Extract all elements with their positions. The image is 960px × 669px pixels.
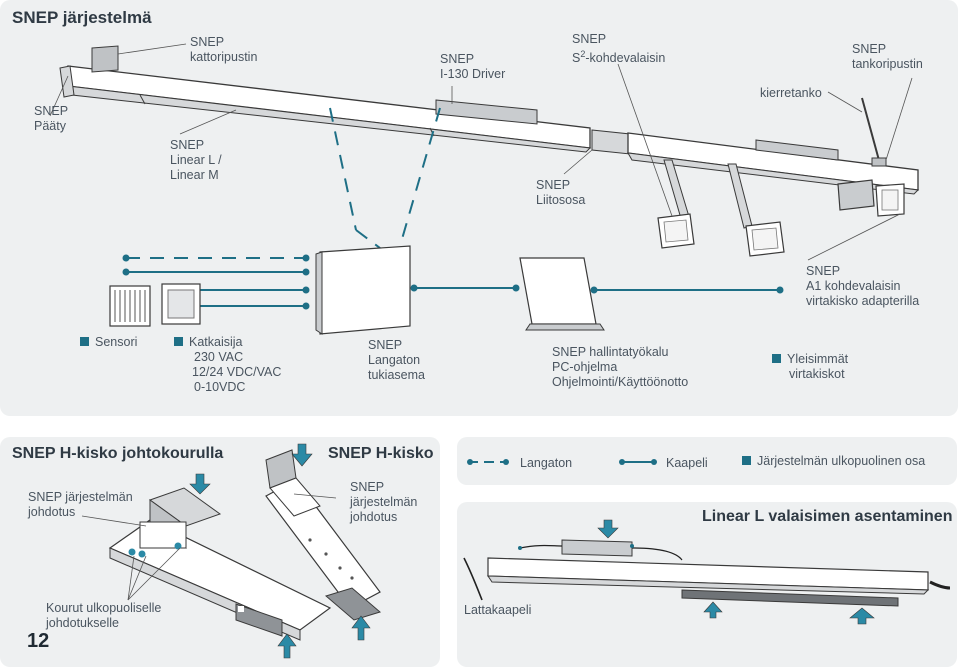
heading-linear-l: Linear L valaisimen asentaminen [702,508,953,525]
page-title: SNEP järjestelmä [12,8,152,27]
bottom-leader-lines [81,493,337,601]
heading-h-kisko-johtokourulla: SNEP H-kisko johtokourulla [12,445,224,462]
line-endpoints [122,254,784,310]
access-point-device [315,245,411,335]
legend-kaapeli: Kaapeli [666,456,708,470]
heading-h-kisko: SNEP H-kisko [328,445,434,462]
install-arrows [189,443,371,659]
leader-lines [49,43,913,261]
label-lattakaapeli: Lattakaapeli [464,603,532,617]
label-sensori: Sensori [80,335,137,350]
connector-part [591,129,631,155]
sensor-device [109,285,151,327]
legend-ulkopuolinen: Järjestelmän ulkopuolinen osa [742,454,925,468]
s2-spotlight [657,159,785,257]
legend-icons [467,459,657,465]
legend-square-icon [80,337,89,346]
linear-l-illustration [463,539,951,607]
page-number: 12 [27,630,50,652]
linear-rail [59,65,592,153]
linear-arrows [597,519,875,625]
a1-spotlight [837,179,905,217]
legend-panel [457,437,957,485]
legend-langaton: Langaton [520,456,573,470]
top-panel [0,0,958,416]
wireless-lines [126,107,441,259]
legend-square-icon [772,354,781,363]
switch-device [161,283,201,325]
label-yleisimmat: Yleisimmät virtakiskot [772,352,848,382]
label-s2-spotlight: SNEP S2-kohdevalaisin [572,32,666,66]
label-kierretanko: kierretanko [760,86,822,100]
cable-lines [126,271,780,307]
h-rail [265,449,382,621]
legend-square-icon [174,337,183,346]
driver-box [435,99,538,125]
laptop-device [519,257,605,331]
legend-square-icon [742,456,751,465]
bottom-left-panel [0,437,440,667]
ceiling-hanger [91,45,119,73]
threaded-rod [861,97,887,167]
label-katkaisija: Katkaisija 230 VAC 12/24 VDC/VAC 0-10VDC [174,335,281,395]
